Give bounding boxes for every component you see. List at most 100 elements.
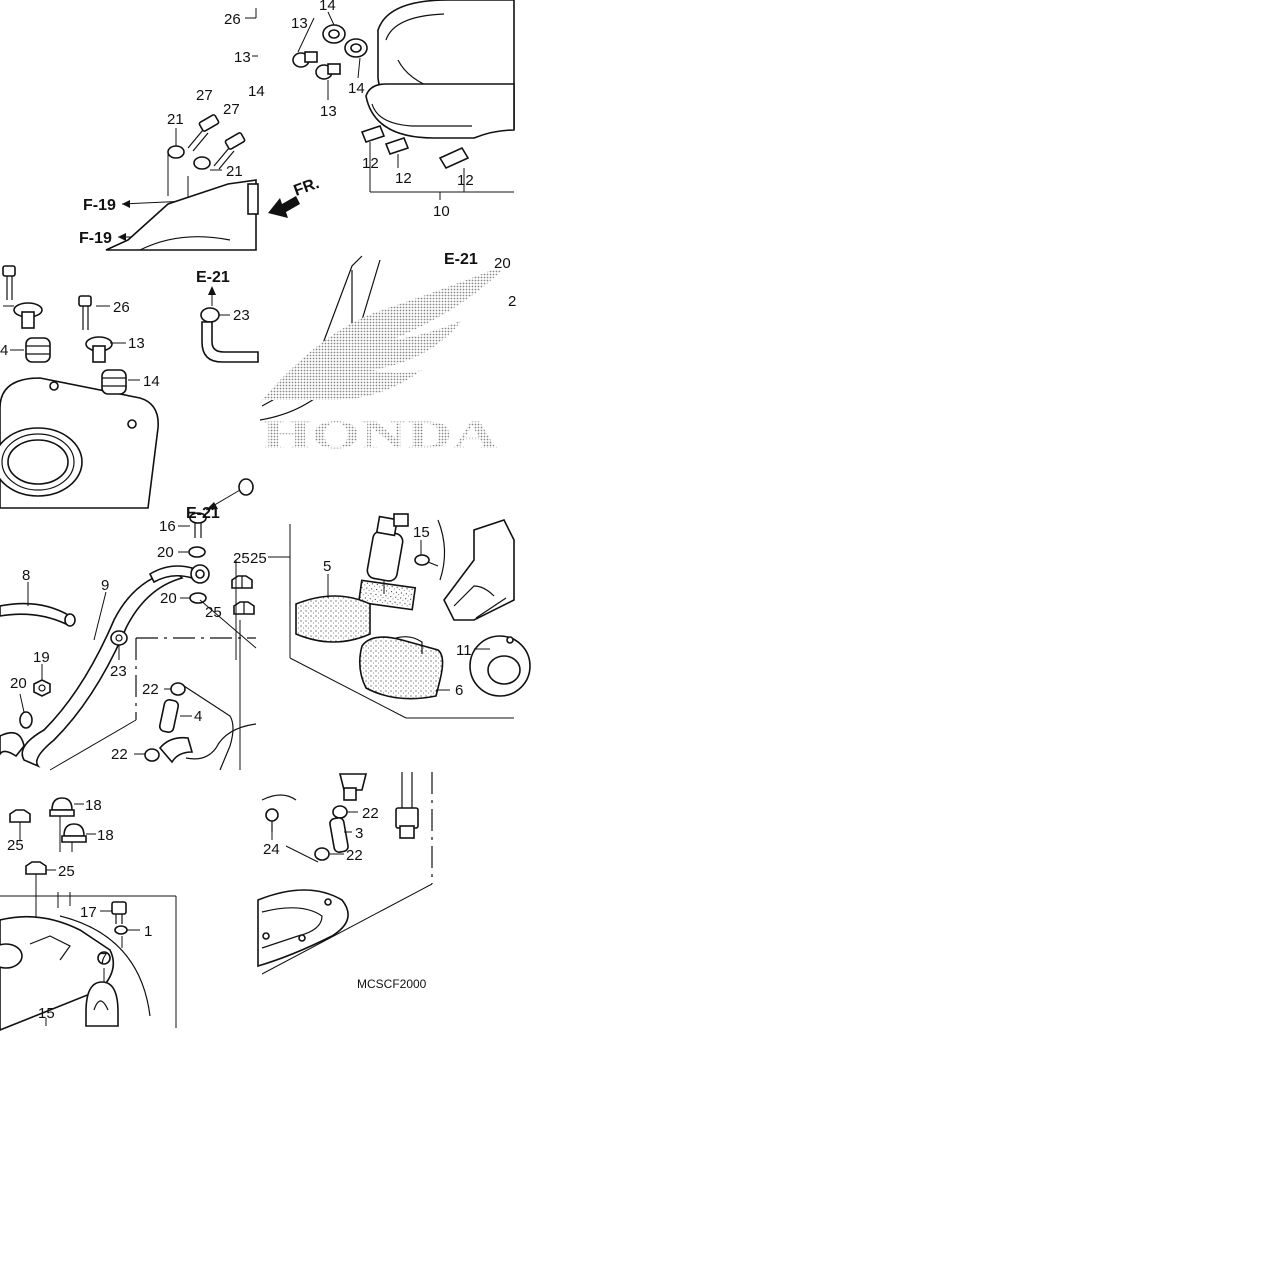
callout-25: 25 — [205, 604, 222, 621]
callout-16: 16 — [159, 518, 176, 535]
callout-14: 14 — [348, 80, 365, 97]
collar — [315, 63, 341, 80]
pad — [384, 137, 410, 155]
front-direction-arrow: FR. — [268, 175, 322, 218]
bolt — [2, 265, 16, 300]
callout-5: 5 — [323, 558, 331, 575]
tile-tank-cover: FR. — [268, 0, 515, 218]
callout-24: 24 — [263, 841, 280, 858]
rubber-grommet — [344, 38, 368, 58]
callout-23: 23 — [233, 307, 250, 324]
fuel-tube — [158, 699, 180, 733]
callout-13: 13 — [320, 103, 337, 120]
callout-22: 22 — [346, 847, 363, 864]
diagram-code: MCSCF2000 — [357, 977, 427, 991]
callout-13: 13 — [234, 49, 251, 66]
callout-27: 27 — [223, 101, 240, 118]
screw — [414, 554, 439, 567]
washer — [189, 592, 207, 604]
callout-12: 12 — [395, 170, 412, 187]
callout-17: 17 — [80, 904, 97, 921]
tile-bolts-and-refs: F-19 F-19 — [79, 8, 259, 251]
callout-18: 18 — [85, 797, 102, 814]
fuel-tube — [329, 817, 349, 853]
callout-7: 7 — [99, 950, 107, 967]
callout-10: 10 — [433, 203, 450, 220]
collar — [292, 51, 318, 68]
callout-6: 6 — [455, 682, 463, 699]
flange-nut — [233, 601, 255, 615]
hose-clip — [314, 847, 330, 861]
callout-18: 18 — [97, 827, 114, 844]
callout-4: 4 — [0, 342, 8, 359]
flange-nut — [231, 575, 253, 589]
pad — [438, 146, 470, 170]
callout-labels: 26 13 14 27 21 27 21 14 13 14 13 12 12 1… — [0, 0, 516, 1022]
ref-e21-middle: E-21 — [444, 251, 478, 268]
honda-wing-logo — [262, 270, 502, 400]
pad — [360, 125, 386, 143]
callout-25: 25 — [7, 837, 24, 854]
hose-clip — [170, 682, 186, 696]
callout-8: 8 — [22, 567, 30, 584]
callout-14: 14 — [143, 373, 160, 390]
bolt — [213, 132, 246, 170]
tile-base-plate — [0, 797, 177, 1031]
screw — [265, 808, 279, 832]
lock-ring — [469, 635, 531, 697]
callout-19: 19 — [33, 649, 50, 666]
hose-clip — [200, 307, 220, 323]
flange-nut — [25, 861, 47, 875]
flange-nut — [9, 809, 31, 823]
tile-pump-flange: MCSCF2000 — [257, 772, 433, 991]
bracket — [85, 981, 119, 1027]
hose-clip — [332, 805, 348, 819]
ref-e21-upper: E-21 — [196, 269, 230, 286]
callout-13: 13 — [128, 335, 145, 352]
washer — [167, 145, 185, 159]
callout-20: 20 — [160, 590, 177, 607]
callout-20: 20 — [494, 255, 511, 272]
callout-27: 27 — [196, 87, 213, 104]
callout-14: 14 — [319, 0, 336, 14]
bolt — [78, 295, 92, 330]
callout-25: 25 — [250, 550, 267, 567]
callout-26: 26 — [224, 11, 241, 28]
callout-26: 26 — [113, 299, 130, 316]
callout-15: 15 — [413, 524, 430, 541]
ref-e21-lower: E-21 — [186, 505, 220, 522]
svg-text:FR.: FR. — [292, 175, 322, 200]
callout-3: 3 — [355, 825, 363, 842]
pump-base-flange — [257, 889, 349, 968]
callout-21: 21 — [167, 111, 184, 128]
tile-tank-mounts: E-21 — [0, 265, 259, 511]
hose-clip — [144, 748, 160, 762]
callout-15: 15 — [38, 1005, 55, 1022]
callout-22: 22 — [142, 681, 159, 698]
callout-14: 14 — [248, 83, 265, 100]
honda-brand-text: HONDA — [262, 412, 498, 457]
callout-13: 13 — [291, 15, 308, 32]
callout-20: 20 — [10, 675, 27, 692]
bolt — [111, 901, 127, 924]
callout-25: 25 — [233, 550, 250, 567]
callout-22: 22 — [111, 746, 128, 763]
tile-fuel-pump — [268, 513, 531, 719]
callout-2: 2 — [508, 293, 516, 310]
callout-25: 25 — [58, 863, 75, 880]
nut — [33, 679, 51, 697]
fuel-pump — [357, 513, 417, 611]
callout-11: 11 — [456, 642, 472, 659]
callout-1: 1 — [144, 923, 152, 940]
tile-tank-body: HONDA — [259, 255, 502, 457]
washer — [188, 546, 206, 558]
callout-4: 4 — [194, 708, 202, 725]
callout-9: 9 — [101, 577, 109, 594]
fuel-filter — [295, 595, 371, 643]
callout-20: 20 — [157, 544, 174, 561]
bolt — [189, 512, 207, 538]
rubber-grommet — [322, 24, 346, 44]
cap-nut — [49, 797, 75, 817]
ref-f19-lower: F-19 — [79, 230, 112, 247]
